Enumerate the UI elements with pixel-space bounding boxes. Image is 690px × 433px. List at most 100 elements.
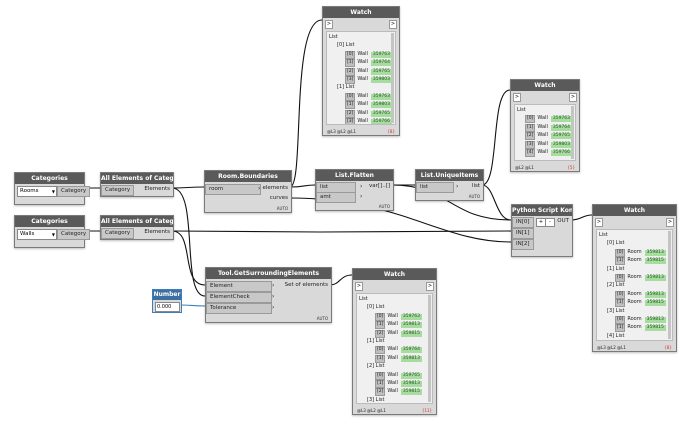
element-type: Wall: [387, 354, 398, 361]
list-label: List: [329, 34, 338, 40]
list-label: [1] List: [607, 265, 625, 272]
element-type: Wall: [357, 92, 368, 99]
output-port[interactable]: list: [471, 183, 480, 189]
element-type: Wall: [357, 101, 368, 108]
input-port-in0[interactable]: IN[0]: [512, 217, 534, 228]
scrollbar[interactable]: [391, 33, 394, 123]
element-type: Wall: [537, 132, 548, 139]
get-surrounding-elements-node[interactable]: Tool.GetSurroundingElements Element › El…: [205, 267, 332, 323]
input-port-list[interactable]: list: [416, 182, 454, 193]
all-elements-node-rooms[interactable]: All Elements of Category Category Elemen…: [100, 172, 174, 197]
input-port-elementcheck[interactable]: ElementCheck: [206, 292, 272, 303]
list-item: List: [359, 296, 368, 303]
input-port[interactable]: Category: [101, 185, 135, 196]
wire-surrounding-watch4: [329, 274, 353, 286]
all-elements-node-walls[interactable]: All Elements of Category Category Elemen…: [100, 215, 174, 240]
list-item: [0] List: [367, 304, 384, 311]
output-port[interactable]: Set of elements: [284, 282, 328, 288]
element-type: Wall: [357, 67, 368, 74]
element-type: Room: [627, 274, 642, 280]
output-port[interactable]: Elements: [144, 229, 170, 235]
category-dropdown[interactable]: Rooms ▼: [17, 186, 57, 197]
list-label: [3] List: [607, 307, 625, 314]
input-port-element[interactable]: Element: [206, 281, 272, 292]
output-port[interactable]: Elements: [144, 186, 170, 192]
scrollbar[interactable]: [571, 106, 574, 159]
output-port[interactable]: >: [569, 93, 577, 102]
input-port-room[interactable]: room: [205, 184, 261, 195]
dropdown-value: Rooms: [20, 188, 39, 194]
node-title: Watch: [593, 205, 676, 216]
element-id: 359813: [400, 322, 423, 329]
list-item: [1] List: [607, 266, 624, 273]
element-id: 359763: [400, 313, 423, 320]
remove-input-button[interactable]: -: [545, 218, 555, 227]
element-type: Wall: [387, 329, 398, 336]
node-title: List.UniqueItems: [416, 170, 483, 181]
input-port[interactable]: >: [595, 218, 603, 227]
level-indicator: @L3 @L2 @L1: [327, 129, 356, 134]
category-dropdown[interactable]: Walls ▼: [17, 229, 57, 240]
input-port[interactable]: Category: [101, 228, 135, 239]
python-script-node[interactable]: Python Script Konrad IN[0] + - IN[1] IN[…: [511, 204, 573, 257]
element-id: 359765: [400, 372, 423, 379]
room-boundaries-node[interactable]: Room.Boundaries room › elements curves A…: [204, 170, 292, 213]
scrollbar[interactable]: [668, 231, 671, 339]
list-label: [0] List: [367, 304, 385, 311]
element-type: Wall: [387, 388, 398, 395]
input-port[interactable]: >: [355, 282, 363, 291]
wire-walls-element: [171, 230, 206, 286]
categories-node-rooms[interactable]: Categories Rooms ▼ Category: [14, 172, 91, 205]
output-port[interactable]: >: [426, 282, 434, 291]
output-port[interactable]: Category: [57, 229, 91, 240]
number-input[interactable]: 0.000: [155, 302, 180, 312]
port-bar: >>: [513, 93, 577, 102]
list-flatten-node[interactable]: List.Flatten list › amt › var[]..[] AUTO: [315, 169, 394, 211]
output-port-curves[interactable]: curves: [269, 195, 288, 201]
element-type: Wall: [357, 50, 368, 57]
input-port[interactable]: >: [513, 93, 521, 102]
index-badge: [1]: [375, 354, 386, 363]
output-port[interactable]: var[]..[]: [369, 183, 390, 189]
list-item: [2] List: [367, 363, 384, 370]
input-port-in2[interactable]: IN[2]: [512, 239, 534, 250]
scrollbar[interactable]: [428, 295, 431, 402]
element-id: 359803: [370, 102, 393, 109]
input-port-tolerance[interactable]: Tolerance: [206, 303, 272, 314]
element-type: Wall: [537, 115, 548, 122]
categories-node-walls[interactable]: Categories Walls ▼ Category: [14, 215, 91, 248]
element-id: 359815: [400, 389, 423, 396]
number-node[interactable]: Number 0.000: [152, 289, 182, 313]
list-label: [1] List: [367, 338, 385, 344]
output-port[interactable]: >: [666, 218, 674, 227]
chevron-down-icon: ▼: [51, 189, 55, 194]
input-port[interactable]: >: [325, 20, 333, 29]
node-title: Room.Boundaries: [205, 171, 291, 182]
output-port-elements[interactable]: elements: [262, 185, 288, 191]
output-port[interactable]: Category: [57, 186, 91, 197]
wire-elements-flatten: [289, 184, 316, 188]
input-port-amt[interactable]: amt: [316, 192, 356, 203]
element-id: 359813: [644, 275, 666, 281]
input-port-in1[interactable]: IN[1]: [512, 228, 534, 239]
output-port[interactable]: >: [389, 20, 397, 29]
wire-number-tolerance: [179, 304, 206, 307]
list-unique-items-node[interactable]: List.UniqueItems list › list AUTO: [415, 169, 484, 201]
output-port[interactable]: OUT: [557, 218, 569, 224]
node-title: Tool.GetSurroundingElements: [206, 268, 331, 279]
